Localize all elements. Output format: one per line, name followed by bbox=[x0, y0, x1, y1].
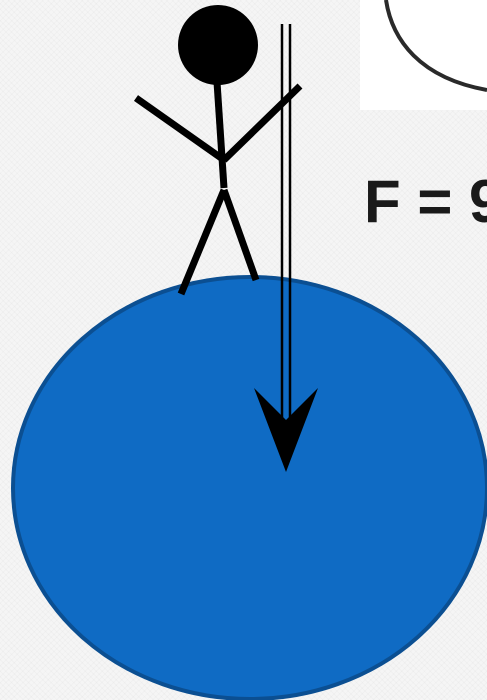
stick-figure-left-leg bbox=[177, 188, 228, 296]
force-equation-label: F = 9 bbox=[364, 168, 487, 235]
arrow-head bbox=[254, 388, 318, 472]
arrow-down-icon bbox=[254, 24, 318, 472]
partial-circle-arc bbox=[384, 0, 487, 92]
stick-figure-torso bbox=[213, 81, 228, 189]
stick-figure-head bbox=[178, 5, 258, 85]
stick-figure-right-leg bbox=[220, 188, 260, 282]
stick-figure-left-arm bbox=[133, 95, 227, 163]
white-panel bbox=[360, 0, 487, 110]
planet-ellipse bbox=[11, 275, 487, 700]
stick-figure-right-arm bbox=[221, 83, 303, 163]
stick-figure-icon bbox=[133, 5, 303, 296]
